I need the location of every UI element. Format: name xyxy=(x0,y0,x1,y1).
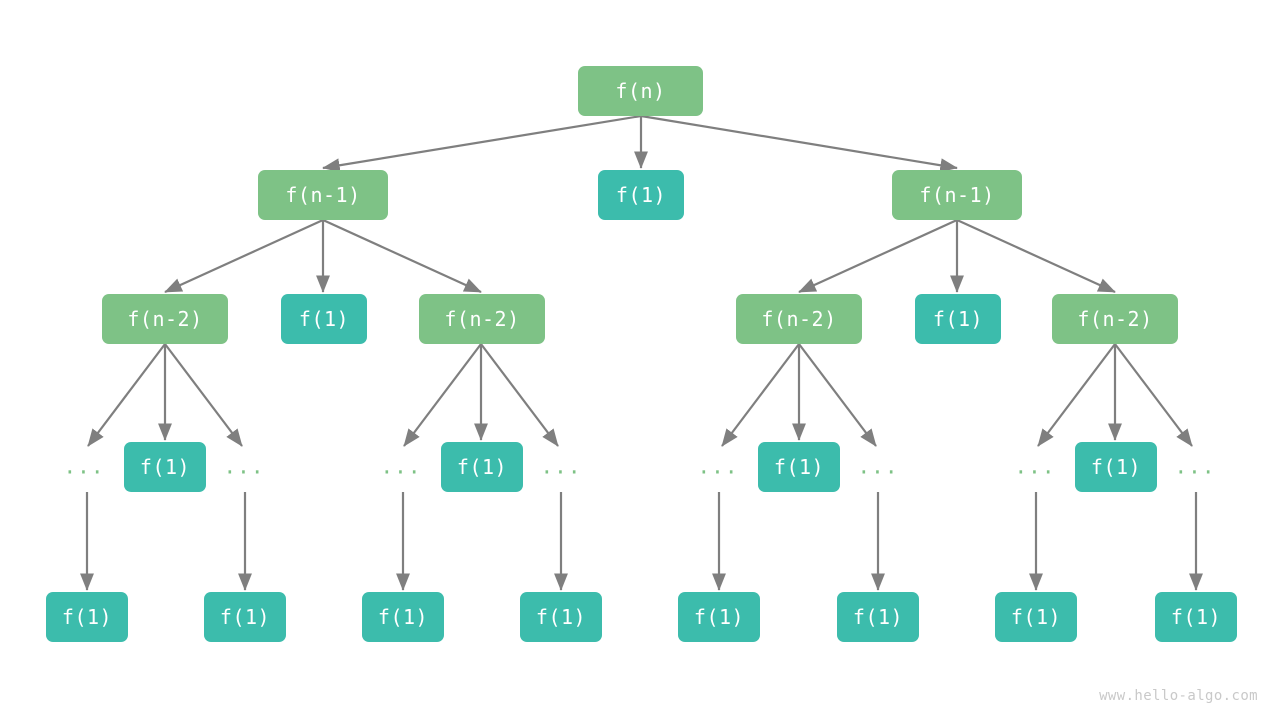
edge-L2N5-to-E6 xyxy=(1037,343,1116,447)
tree-node-label: f(1) xyxy=(456,455,508,479)
edge-L0N0-to-L1N2 xyxy=(640,114,958,173)
tree-node-label: f(1) xyxy=(139,455,191,479)
tree-node-label: f(n-2) xyxy=(444,307,520,331)
edge-L1N2-to-L2N5 xyxy=(956,218,1116,294)
tree-node-L4N3: f(1) xyxy=(520,592,602,642)
tree-node-label: f(n-1) xyxy=(919,183,995,207)
tree-node-L4N6: f(1) xyxy=(995,592,1077,642)
edge-L2N0-to-E1 xyxy=(164,343,243,447)
edge-L1N0-to-L2N0 xyxy=(164,218,324,294)
tree-node-L2N3: f(n-2) xyxy=(736,294,862,344)
tree-node-label: f(n) xyxy=(615,79,666,103)
tree-node-L3N3: f(1) xyxy=(1075,442,1157,492)
edge-L2N5-to-E7 xyxy=(1114,343,1193,447)
tree-node-L4N5: f(1) xyxy=(837,592,919,642)
tree-node-L4N2: f(1) xyxy=(362,592,444,642)
tree-node-label: f(1) xyxy=(219,605,271,629)
tree-node-L2N1: f(1) xyxy=(281,294,367,344)
edge-L2N3-to-E4 xyxy=(721,343,800,447)
tree-node-L2N0: f(n-2) xyxy=(102,294,228,344)
tree-node-label: f(n-2) xyxy=(1077,307,1153,331)
tree-node-L3N0: f(1) xyxy=(124,442,206,492)
edge-L1N2-to-L2N3 xyxy=(798,218,958,294)
tree-node-L3N2: f(1) xyxy=(758,442,840,492)
tree-node-L3N1: f(1) xyxy=(441,442,523,492)
tree-node-L1N2: f(n-1) xyxy=(892,170,1022,220)
edge-L2N3-to-E5 xyxy=(798,343,877,447)
edge-L2N2-to-E3 xyxy=(480,343,559,447)
edge-L0N0-to-L1N0 xyxy=(322,114,642,173)
tree-node-label: f(n-2) xyxy=(761,307,837,331)
ellipsis-E6: ... xyxy=(1014,454,1056,479)
ellipsis-E1: ... xyxy=(223,454,265,479)
ellipsis-E7: ... xyxy=(1174,454,1216,479)
tree-node-label: f(1) xyxy=(852,605,904,629)
ellipsis-E2: ... xyxy=(380,454,422,479)
tree-node-label: f(1) xyxy=(773,455,825,479)
tree-node-label: f(1) xyxy=(298,307,350,331)
tree-node-L4N0: f(1) xyxy=(46,592,128,642)
watermark-text: www.hello-algo.com xyxy=(1099,688,1258,704)
edge-L1N0-to-L2N2 xyxy=(322,218,482,294)
tree-node-label: f(1) xyxy=(693,605,745,629)
ellipsis-E0: ... xyxy=(63,454,105,479)
tree-node-label: f(1) xyxy=(377,605,429,629)
ellipsis-E5: ... xyxy=(857,454,899,479)
tree-node-label: f(n-1) xyxy=(285,183,361,207)
tree-node-L4N4: f(1) xyxy=(678,592,760,642)
tree-node-label: f(1) xyxy=(535,605,587,629)
tree-node-L2N2: f(n-2) xyxy=(419,294,545,344)
tree-node-label: f(1) xyxy=(932,307,984,331)
tree-node-L2N5: f(n-2) xyxy=(1052,294,1178,344)
tree-node-label: f(n-2) xyxy=(127,307,203,331)
tree-node-L1N0: f(n-1) xyxy=(258,170,388,220)
edge-L2N2-to-E2 xyxy=(403,343,482,447)
tree-node-label: f(1) xyxy=(1010,605,1062,629)
tree-node-L1N1: f(1) xyxy=(598,170,684,220)
tree-node-label: f(1) xyxy=(61,605,113,629)
ellipsis-E4: ... xyxy=(697,454,739,479)
ellipsis-E3: ... xyxy=(540,454,582,479)
tree-node-L2N4: f(1) xyxy=(915,294,1001,344)
tree-node-label: f(1) xyxy=(615,183,667,207)
tree-node-label: f(1) xyxy=(1090,455,1142,479)
edge-L2N0-to-E0 xyxy=(87,343,166,447)
tree-node-L4N7: f(1) xyxy=(1155,592,1237,642)
tree-node-label: f(1) xyxy=(1170,605,1222,629)
tree-node-L0N0: f(n) xyxy=(578,66,703,116)
tree-node-L4N1: f(1) xyxy=(204,592,286,642)
